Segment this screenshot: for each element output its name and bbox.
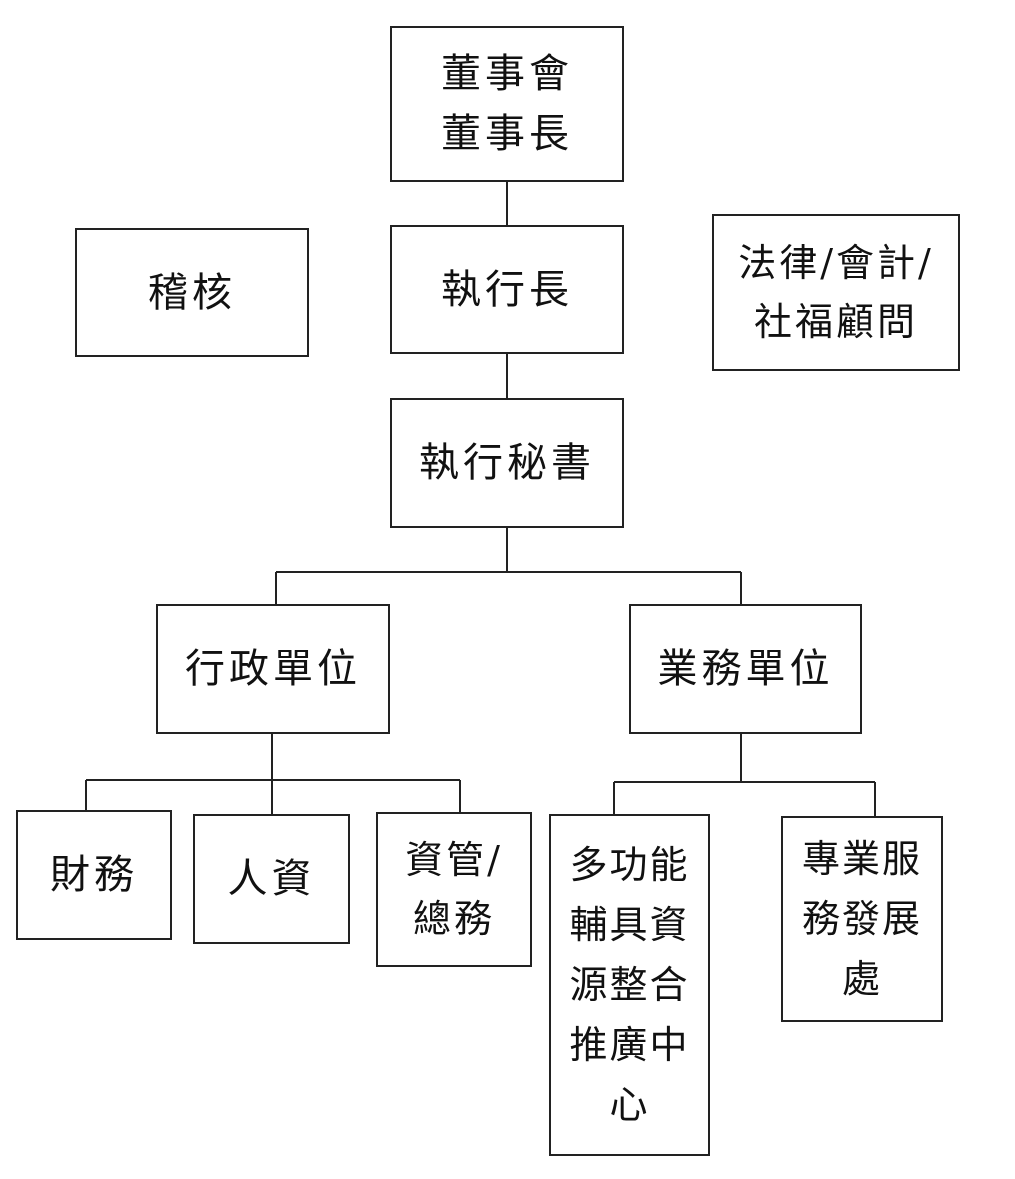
secretary-label: 執行秘書 xyxy=(419,440,595,486)
advisors-box: 法律/會計/ 社福顧問 xyxy=(712,214,960,371)
it-general-box: 資管/ 總務 xyxy=(376,812,532,967)
admin-unit-box: 行政單位 xyxy=(156,604,390,734)
professional-dept-box: 專業服 務發展 處 xyxy=(781,816,943,1022)
hr-label: 人資 xyxy=(227,856,316,902)
business-unit-label: 業務單位 xyxy=(657,646,834,692)
ceo-label: 執行長 xyxy=(441,266,573,313)
professional-dept-label: 專業服 務發展 處 xyxy=(801,836,922,1002)
finance-box: 財務 xyxy=(16,810,172,940)
ceo-box: 執行長 xyxy=(390,225,624,354)
advisors-label: 法律/會計/ 社福顧問 xyxy=(738,240,934,344)
hr-box: 人資 xyxy=(193,814,350,944)
it-general-label: 資管/ 總務 xyxy=(405,837,503,941)
board-box: 董事會 董事長 xyxy=(390,26,624,182)
audit-box: 稽核 xyxy=(75,228,309,357)
assistive-center-box: 多功能 輔具資 源整合 推廣中 心 xyxy=(549,814,710,1156)
board-label: 董事會 董事長 xyxy=(441,51,573,157)
business-unit-box: 業務單位 xyxy=(629,604,862,734)
assistive-center-label: 多功能 輔具資 源整合 推廣中 心 xyxy=(569,842,690,1128)
audit-label: 稽核 xyxy=(148,269,236,316)
finance-label: 財務 xyxy=(50,852,138,898)
secretary-box: 執行秘書 xyxy=(390,398,624,528)
admin-unit-label: 行政單位 xyxy=(185,646,361,692)
